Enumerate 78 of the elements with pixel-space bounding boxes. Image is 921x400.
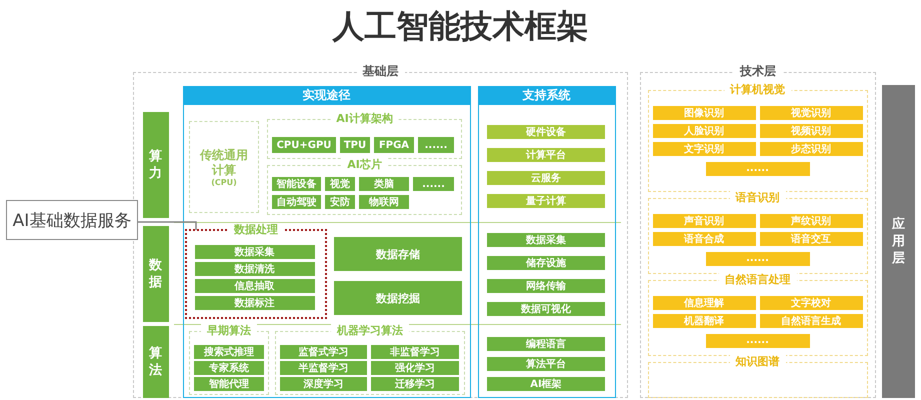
category-block: 文字校对 xyxy=(760,296,862,310)
category-block: 网络传输 xyxy=(487,279,605,293)
category-block: 物联网 xyxy=(359,195,409,209)
category-block: 步态识别 xyxy=(760,142,862,156)
column-frame xyxy=(182,86,470,398)
category-block: 数据可视化 xyxy=(487,302,605,316)
category-block: AI框架 xyxy=(487,377,605,391)
category-block: 视频识别 xyxy=(760,124,862,138)
category-block: 数据采集 xyxy=(194,244,314,258)
category-block: 智能代理 xyxy=(194,377,264,391)
category-block: 强化学习 xyxy=(371,361,459,375)
category-block: ...... xyxy=(413,177,454,191)
column-frame xyxy=(478,86,616,398)
category-block: 声纹识别 xyxy=(760,214,862,228)
category-block: ...... xyxy=(706,252,810,266)
category-block: 声音识别 xyxy=(652,214,756,228)
category-block: 安防 xyxy=(325,195,355,209)
category-block: 深度学习 xyxy=(280,377,367,391)
group-title: 传统通用计算 xyxy=(198,148,249,178)
category-block: 储存设施 xyxy=(487,256,605,270)
column-header: 实现途径 xyxy=(184,86,470,104)
row-label: 算法 xyxy=(142,326,168,398)
category-block: 图像识别 xyxy=(652,106,756,120)
group-title: AI计算架构 xyxy=(330,112,399,126)
column-header: 支持系统 xyxy=(478,86,614,104)
group-title: 自然语言处理 xyxy=(718,272,796,286)
category-block: ...... xyxy=(706,162,810,176)
category-block: 非监督学习 xyxy=(371,345,459,359)
category-block: 机器翻译 xyxy=(652,314,756,328)
category-block: 计算平台 xyxy=(487,148,605,162)
group-title: 知识图谱 xyxy=(730,354,786,368)
layer-title: 基础层 xyxy=(356,64,404,78)
category-block: 类脑 xyxy=(359,177,409,191)
row-label: 数据 xyxy=(142,226,168,322)
category-block: 视觉 xyxy=(325,177,355,191)
group-title: 计算机视觉 xyxy=(724,82,791,96)
group-title: 机器学习算法 xyxy=(331,324,409,338)
category-block: 云服务 xyxy=(487,171,605,185)
row-label: 算力 xyxy=(142,112,168,218)
category-block: 专家系统 xyxy=(194,361,264,375)
category-block: 编程语言 xyxy=(487,337,605,351)
category-block: 语音交互 xyxy=(760,232,862,246)
group-title: 早期算法 xyxy=(201,324,257,338)
category-block: 数据采集 xyxy=(487,233,605,247)
category-block: 量子计算 xyxy=(487,194,605,208)
category-block: 数据存储 xyxy=(334,237,462,271)
category-block: ...... xyxy=(706,334,810,348)
category-block: 智能设备 xyxy=(272,177,321,191)
layer-title: 技术层 xyxy=(734,64,782,78)
side-bar: 应用层 xyxy=(882,85,915,398)
category-block: 监督式学习 xyxy=(280,345,367,359)
group-title: 数据处理 xyxy=(228,223,284,237)
group-title: 语音识别 xyxy=(730,190,786,204)
category-block: 自然语言生成 xyxy=(760,314,862,328)
category-block: 数据挖掘 xyxy=(334,281,462,315)
category-block: 文字识别 xyxy=(652,142,756,156)
category-block: 迁移学习 xyxy=(371,377,459,391)
category-block: FPGA xyxy=(374,137,414,153)
diagram-title: 人工智能技术框架 xyxy=(332,6,588,46)
category-block: 信息理解 xyxy=(652,296,756,310)
category-block: 人脸识别 xyxy=(652,124,756,138)
group-frame xyxy=(189,121,259,213)
category-block: 半监督学习 xyxy=(280,361,367,375)
category-block: 信息抽取 xyxy=(194,278,314,292)
category-block: 数据标注 xyxy=(194,296,314,310)
category-block: 搜索式推理 xyxy=(194,345,264,359)
category-block: 语音合成 xyxy=(652,232,756,246)
category-block: ...... xyxy=(418,137,454,153)
category-block: 自动驾驶 xyxy=(272,195,321,209)
category-block: 数据清洗 xyxy=(194,262,314,276)
group-title: AI芯片 xyxy=(341,158,388,172)
category-block: 算法平台 xyxy=(487,357,605,371)
category-block: CPU+GPU xyxy=(272,137,336,153)
group-note: (CPU) xyxy=(211,178,237,186)
callout-bubble: AI基础数据服务 xyxy=(6,200,138,240)
category-block: 硬件设备 xyxy=(487,125,605,139)
category-block: 视觉识别 xyxy=(760,106,862,120)
category-block: TPU xyxy=(340,137,370,153)
